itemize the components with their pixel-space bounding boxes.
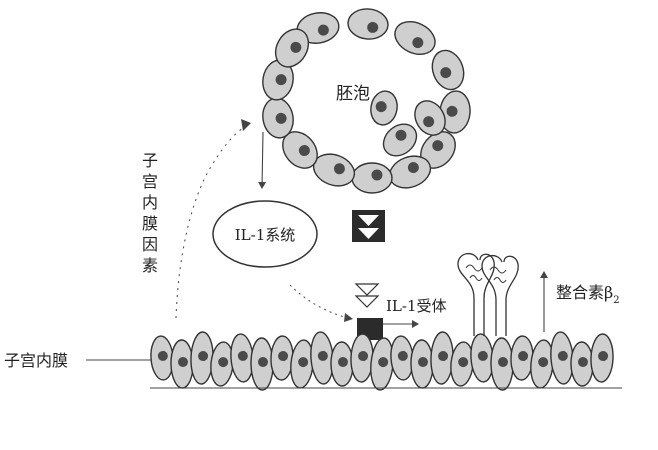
endometrium-cell: [510, 335, 534, 381]
endometrium-cell: [370, 337, 394, 391]
endometrial-factors-label: 子 宫 内 膜 因 素: [142, 151, 158, 275]
blastocyst-cell: [282, 131, 318, 169]
endometrium-cell: [250, 337, 274, 391]
signal-block-icon: [352, 210, 385, 242]
svg-text:子: 子: [142, 151, 158, 170]
blastocyst-cell: [370, 90, 398, 126]
blastocyst-cell: [274, 28, 310, 68]
blastocyst-cell: [414, 100, 446, 136]
blastocyst-to-il1-arrow: [258, 131, 267, 189]
il1-system-label: IL-1系统: [235, 226, 296, 244]
endometrium-label: 子宫内膜: [4, 351, 68, 370]
blastocyst-cell: [394, 21, 436, 55]
blastocyst-cell: [351, 162, 393, 194]
svg-text:素: 素: [142, 256, 158, 275]
endometrium-cell-layer: [150, 331, 614, 391]
il1-receptor-label: IL-1受体: [386, 297, 447, 315]
endometrial-factor-arrowhead: [241, 119, 251, 131]
blastocyst-cell-ring: [262, 8, 471, 194]
il1-system-ellipse: [212, 200, 318, 268]
endometrium-cell: [590, 333, 614, 383]
endometrium-cell: [570, 341, 594, 387]
integrin-label: 整合素β2: [556, 283, 620, 306]
svg-text:内: 内: [142, 193, 158, 212]
endometrium-cell: [170, 339, 194, 389]
il1-ligand-triangles: [354, 283, 380, 308]
svg-text:宫: 宫: [142, 172, 158, 191]
blastocyst-cell: [431, 49, 465, 91]
integrin-receptor-right: [481, 255, 519, 336]
integrin-subscript: 2: [613, 295, 619, 306]
blastocyst-cell: [382, 123, 418, 157]
endometrium-cell: [410, 339, 434, 389]
svg-text:因: 因: [142, 235, 158, 254]
endometrium-cell: [390, 335, 414, 381]
endometrium-cell: [330, 341, 354, 387]
integrin-receptor-left: [457, 253, 495, 336]
endometrial-factor-dotted-path: [175, 124, 249, 319]
il1-to-receptor-arrowhead: [344, 313, 353, 322]
blastocyst-cell: [262, 97, 294, 139]
blastocyst-cell: [420, 131, 456, 169]
endometrium-cell: [430, 331, 454, 385]
endometrium-cell: [190, 331, 214, 385]
blastocyst-cell: [347, 8, 389, 40]
endometrium-cell: [230, 333, 254, 383]
svg-text:膜: 膜: [142, 214, 158, 233]
blastocyst-cell: [296, 12, 340, 44]
endometrium-cell: [270, 335, 294, 381]
il1-to-receptor-dotted-path: [289, 284, 349, 319]
endometrium-cell: [350, 333, 374, 383]
endometrium-cell: [490, 337, 514, 391]
blastocyst-label: 胚泡: [336, 84, 370, 104]
